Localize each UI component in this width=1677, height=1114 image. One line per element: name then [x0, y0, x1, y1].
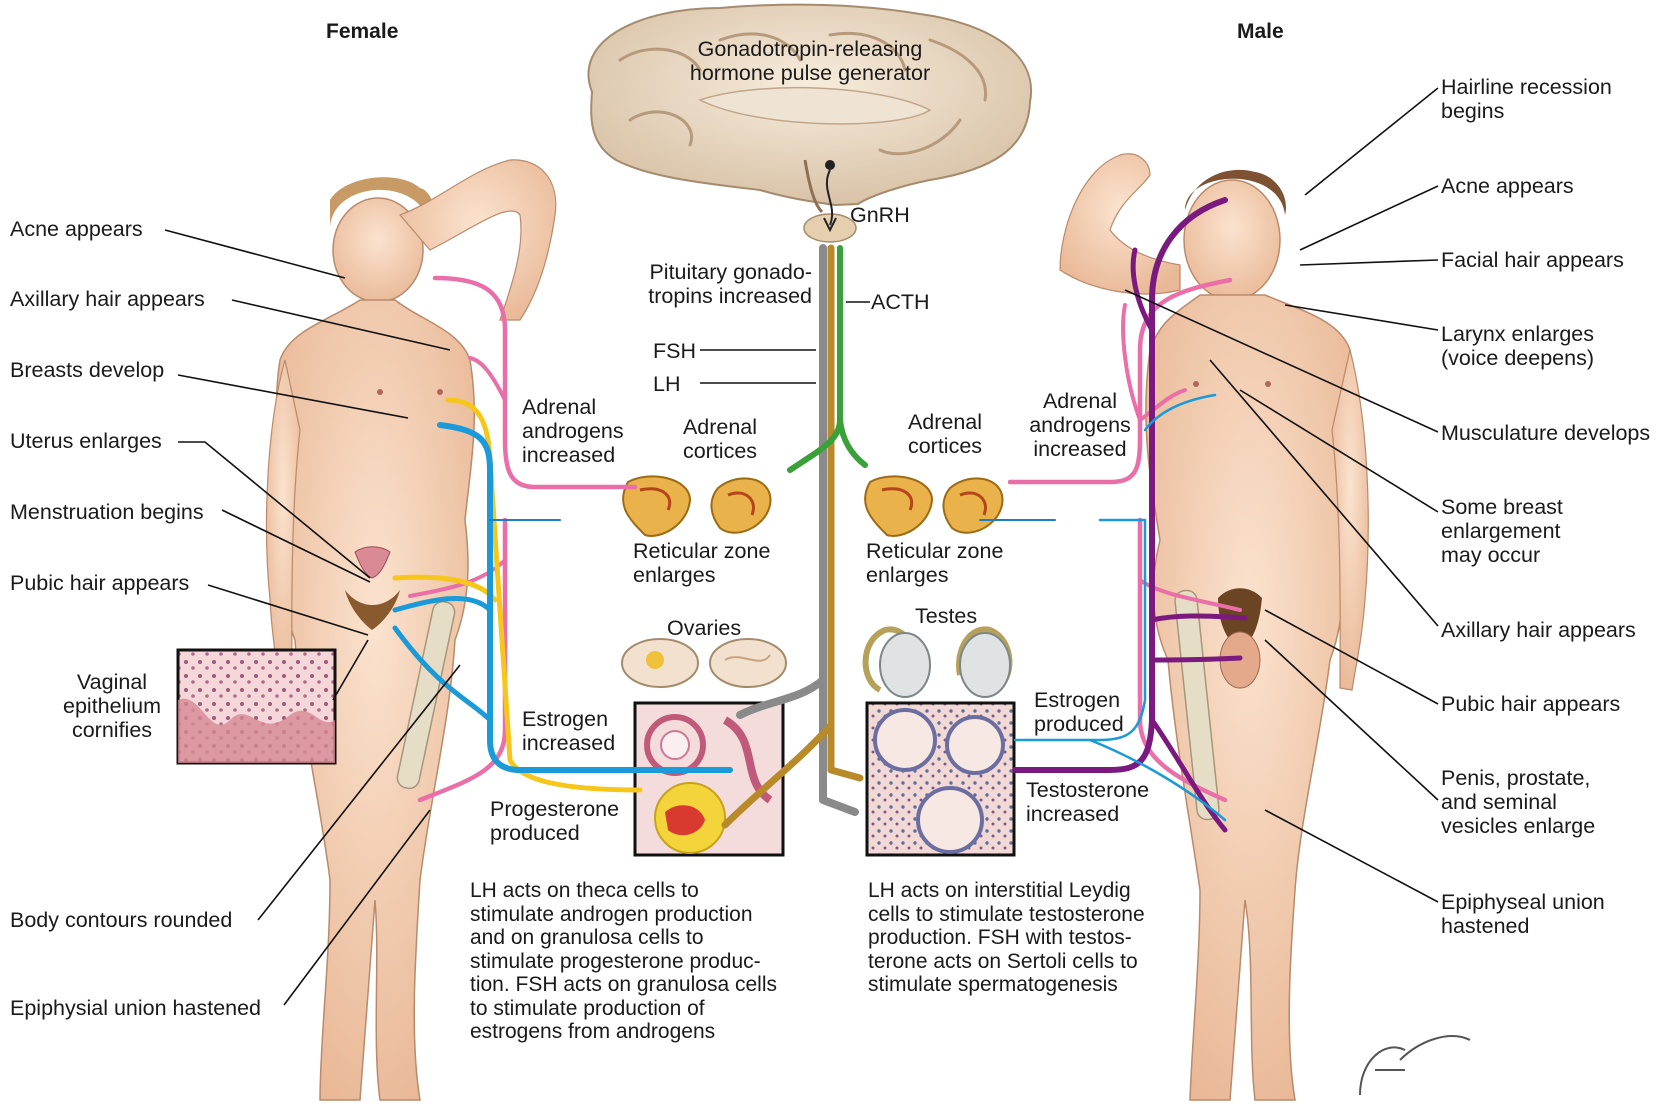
male-hairline-label: Hairline recession begins: [1441, 75, 1612, 123]
female-uterus-label: Uterus enlarges: [10, 429, 162, 453]
male-adrenal-cortices-label: Adrenal cortices: [885, 410, 1005, 458]
ovary-caption: LH acts on theca cells to stimulate andr…: [470, 879, 777, 1044]
male-reticular-zone-label: Reticular zone enlarges: [866, 539, 1003, 587]
testis-caption: LH acts on interstitial Leydig cells to …: [868, 879, 1145, 997]
male-adrenal-androgens-label: Adrenal androgens increased: [1015, 389, 1145, 461]
female-adrenal-cortices-label: Adrenal cortices: [660, 415, 780, 463]
testes-label: Testes: [915, 604, 977, 628]
female-epiphysial-union-label: Epiphysial union hastened: [10, 996, 261, 1020]
male-larynx-label: Larynx enlarges (voice deepens): [1441, 322, 1594, 370]
lh-label: LH: [653, 372, 680, 396]
estrogen-produced-label: Estrogen produced: [1034, 688, 1124, 736]
male-facial-hair-label: Facial hair appears: [1441, 248, 1624, 272]
artist-signature: [1360, 1036, 1470, 1095]
ovary-micrograph: [635, 703, 783, 855]
female-breasts-label: Breasts develop: [10, 358, 164, 382]
male-header: Male: [1237, 20, 1284, 44]
testosterone-increased-label: Testosterone increased: [1026, 778, 1149, 826]
female-acne-label: Acne appears: [10, 217, 143, 241]
female-vaginal-epithelium-label: Vaginal epithelium cornifies: [52, 670, 172, 742]
female-menstruation-label: Menstruation begins: [10, 500, 204, 524]
acth-label: ACTH: [871, 290, 930, 314]
gnrh-label: GnRH: [850, 203, 910, 227]
male-axillary-hair-label: Axillary hair appears: [1441, 618, 1636, 642]
male-musculature-label: Musculature develops: [1441, 421, 1650, 445]
vaginal-epithelium-micrograph: [178, 650, 335, 763]
male-breast-enlargement-label: Some breast enlargement may occur: [1441, 495, 1563, 567]
pituitary-gonadotropins-label: Pituitary gonado- tropins increased: [632, 260, 812, 308]
ovaries-label: Ovaries: [667, 616, 741, 640]
female-adrenal-androgens-label: Adrenal androgens increased: [522, 395, 624, 467]
female-reticular-zone-label: Reticular zone enlarges: [633, 539, 770, 587]
male-acne-label: Acne appears: [1441, 174, 1574, 198]
adrenal-glands-left: [623, 476, 770, 536]
female-header: Female: [326, 20, 398, 44]
progesterone-produced-label: Progesterone produced: [490, 797, 619, 845]
fsh-label: FSH: [653, 339, 696, 363]
adrenal-glands-right: [865, 476, 1002, 536]
gnrh-generator-label: Gonadotropin-releasing hormone pulse gen…: [660, 37, 960, 85]
ovaries-illustration: [622, 639, 786, 687]
female-axillary-hair-label: Axillary hair appears: [10, 287, 205, 311]
male-penis-prostate-label: Penis, prostate, and seminal vesicles en…: [1441, 766, 1595, 838]
testis-micrograph: [867, 703, 1014, 855]
estrogen-increased-label: Estrogen increased: [522, 707, 615, 755]
testes-illustration: [866, 629, 1010, 697]
male-epiphyseal-union-label: Epiphyseal union hastened: [1441, 890, 1605, 938]
female-pubic-hair-label: Pubic hair appears: [10, 571, 189, 595]
female-body-contours-label: Body contours rounded: [10, 908, 232, 932]
male-pubic-hair-label: Pubic hair appears: [1441, 692, 1620, 716]
